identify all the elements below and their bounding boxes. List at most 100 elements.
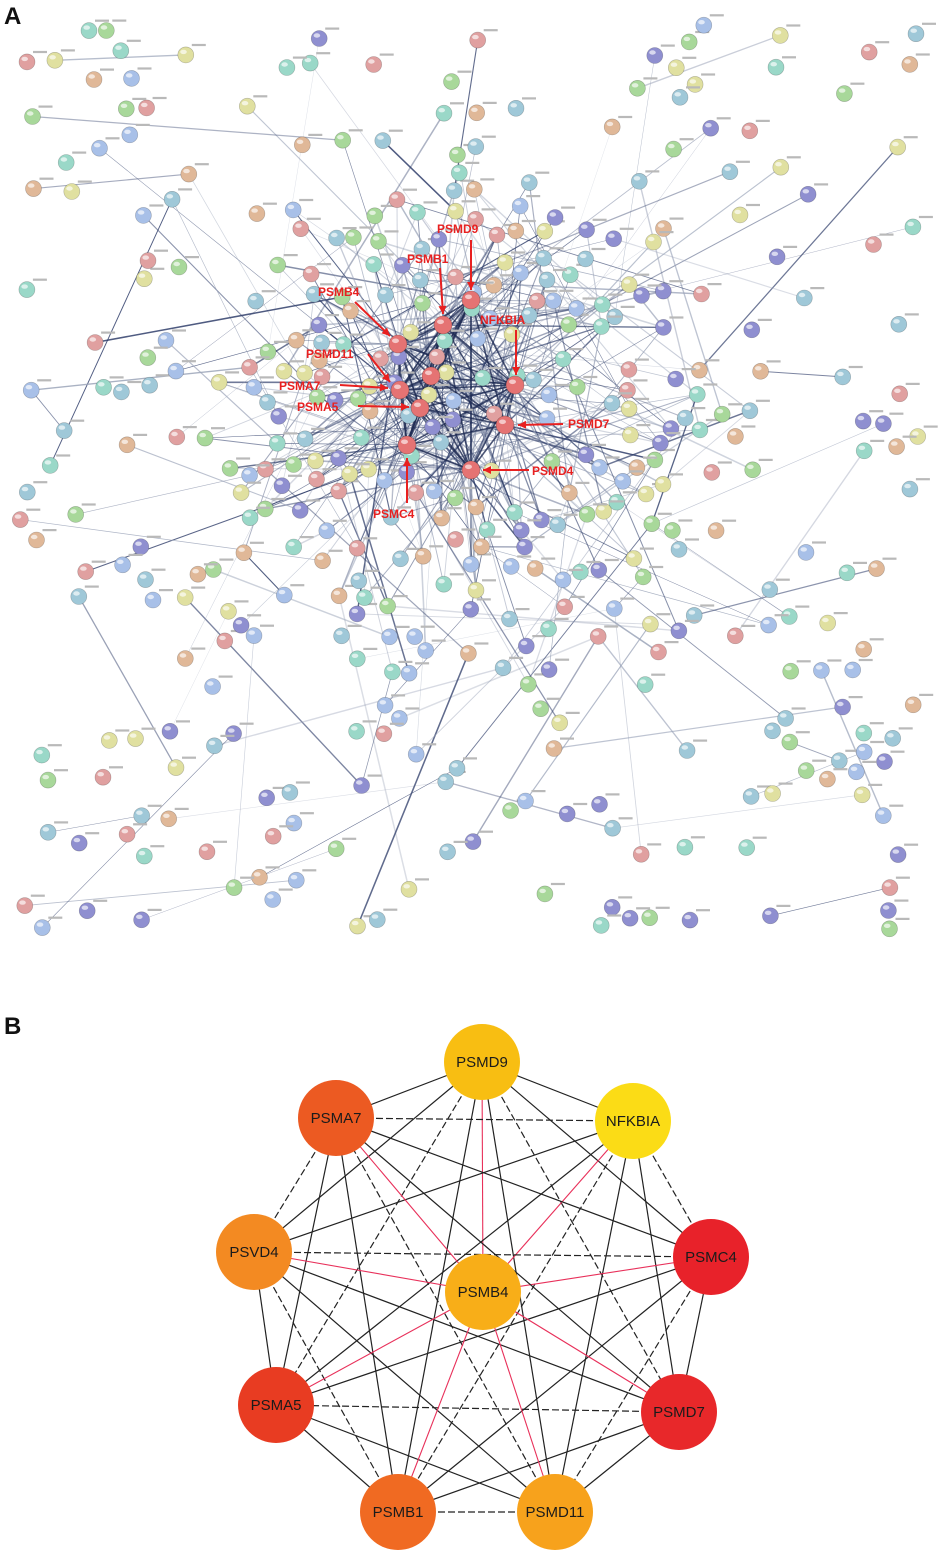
a-node bbox=[139, 249, 168, 269]
a-node bbox=[855, 740, 885, 761]
a-node bbox=[467, 208, 496, 228]
a-node bbox=[462, 553, 491, 573]
b-edge bbox=[632, 1120, 680, 1413]
a-node bbox=[632, 843, 662, 863]
a-edge bbox=[99, 147, 344, 345]
a-node bbox=[889, 843, 919, 863]
a-node bbox=[241, 356, 270, 376]
a-node bbox=[853, 783, 883, 804]
hub-label-nfkbia: NFKBIA bbox=[480, 313, 526, 327]
a-edge bbox=[348, 473, 410, 674]
a-hub-node bbox=[397, 435, 417, 455]
a-edge bbox=[789, 741, 840, 762]
a-node bbox=[67, 503, 96, 523]
a-node bbox=[554, 348, 584, 368]
a-node bbox=[269, 254, 298, 274]
a-node bbox=[622, 424, 651, 444]
a-edge bbox=[30, 389, 65, 431]
a-node bbox=[781, 731, 810, 751]
a-node bbox=[844, 658, 873, 679]
a-node bbox=[834, 696, 863, 716]
a-node bbox=[469, 327, 498, 347]
a-node bbox=[348, 602, 378, 623]
b-node-psmb4: PSMB4 bbox=[445, 1254, 521, 1330]
a-edge bbox=[612, 794, 863, 829]
a-node bbox=[536, 882, 565, 903]
a-node bbox=[376, 469, 405, 489]
a-node bbox=[342, 300, 371, 320]
a-node bbox=[603, 896, 633, 916]
a-node bbox=[517, 635, 547, 655]
a-node bbox=[241, 464, 270, 484]
a-node bbox=[496, 251, 525, 271]
a-node bbox=[450, 161, 480, 182]
a-node bbox=[348, 720, 377, 740]
a-node bbox=[744, 458, 773, 479]
a-edge bbox=[382, 140, 457, 212]
a-node bbox=[630, 170, 660, 190]
a-node bbox=[533, 509, 562, 529]
a-node bbox=[310, 27, 340, 47]
a-edge bbox=[233, 635, 255, 888]
a-node bbox=[654, 473, 683, 493]
a-node bbox=[909, 425, 938, 445]
a-edge bbox=[454, 210, 530, 316]
a-edge bbox=[292, 209, 399, 345]
b-edge bbox=[275, 1404, 680, 1413]
b-node-psmd9-circle bbox=[444, 1024, 520, 1100]
a-node bbox=[205, 558, 234, 578]
a-node bbox=[568, 375, 598, 396]
a-node bbox=[777, 707, 806, 727]
a-node bbox=[443, 70, 472, 90]
a-edge bbox=[597, 635, 688, 751]
a-node bbox=[646, 44, 675, 64]
a-node bbox=[819, 612, 848, 632]
a-hub-edge bbox=[399, 299, 472, 391]
a-edge bbox=[214, 667, 504, 747]
a-node bbox=[70, 832, 100, 852]
a-node bbox=[225, 722, 254, 742]
a-node bbox=[625, 547, 654, 567]
a-node bbox=[652, 432, 681, 452]
a-edge bbox=[406, 217, 556, 446]
a-node bbox=[435, 102, 464, 122]
hub-label-psma5: PSMA5 bbox=[297, 400, 339, 414]
a-edge bbox=[470, 299, 538, 302]
a-node bbox=[676, 407, 706, 427]
a-edge bbox=[504, 424, 543, 521]
a-node bbox=[95, 376, 124, 396]
a-edge bbox=[204, 426, 433, 439]
a-node bbox=[25, 177, 54, 197]
a-edge bbox=[613, 608, 642, 855]
a-node bbox=[388, 188, 417, 208]
b-node-psmd7-circle bbox=[641, 1374, 717, 1450]
a-edge bbox=[470, 389, 628, 471]
a-node bbox=[275, 360, 304, 380]
a-node bbox=[86, 331, 116, 351]
a-edge bbox=[568, 326, 602, 493]
a-node bbox=[474, 366, 503, 387]
a-node bbox=[70, 585, 99, 605]
a-node bbox=[439, 840, 468, 861]
a-node bbox=[620, 397, 650, 418]
a-edge bbox=[481, 546, 769, 626]
a-edge bbox=[338, 595, 410, 890]
a-edge bbox=[406, 471, 529, 685]
a-node bbox=[506, 501, 535, 521]
a-node bbox=[854, 410, 884, 430]
a-edge bbox=[249, 389, 401, 476]
a-edge bbox=[397, 307, 577, 345]
a-node bbox=[546, 206, 576, 226]
a-edge bbox=[504, 316, 616, 426]
b-node-psmb1: PSMB1 bbox=[360, 1474, 436, 1550]
a-node bbox=[112, 39, 141, 60]
a-node bbox=[819, 768, 848, 788]
a-node bbox=[688, 383, 718, 403]
a-arrow bbox=[438, 267, 447, 315]
a-node bbox=[904, 215, 933, 236]
a-node bbox=[603, 115, 633, 136]
a-node bbox=[407, 743, 437, 763]
a-node bbox=[258, 786, 287, 807]
a-hub-edge bbox=[406, 424, 506, 446]
a-edge bbox=[638, 181, 701, 431]
